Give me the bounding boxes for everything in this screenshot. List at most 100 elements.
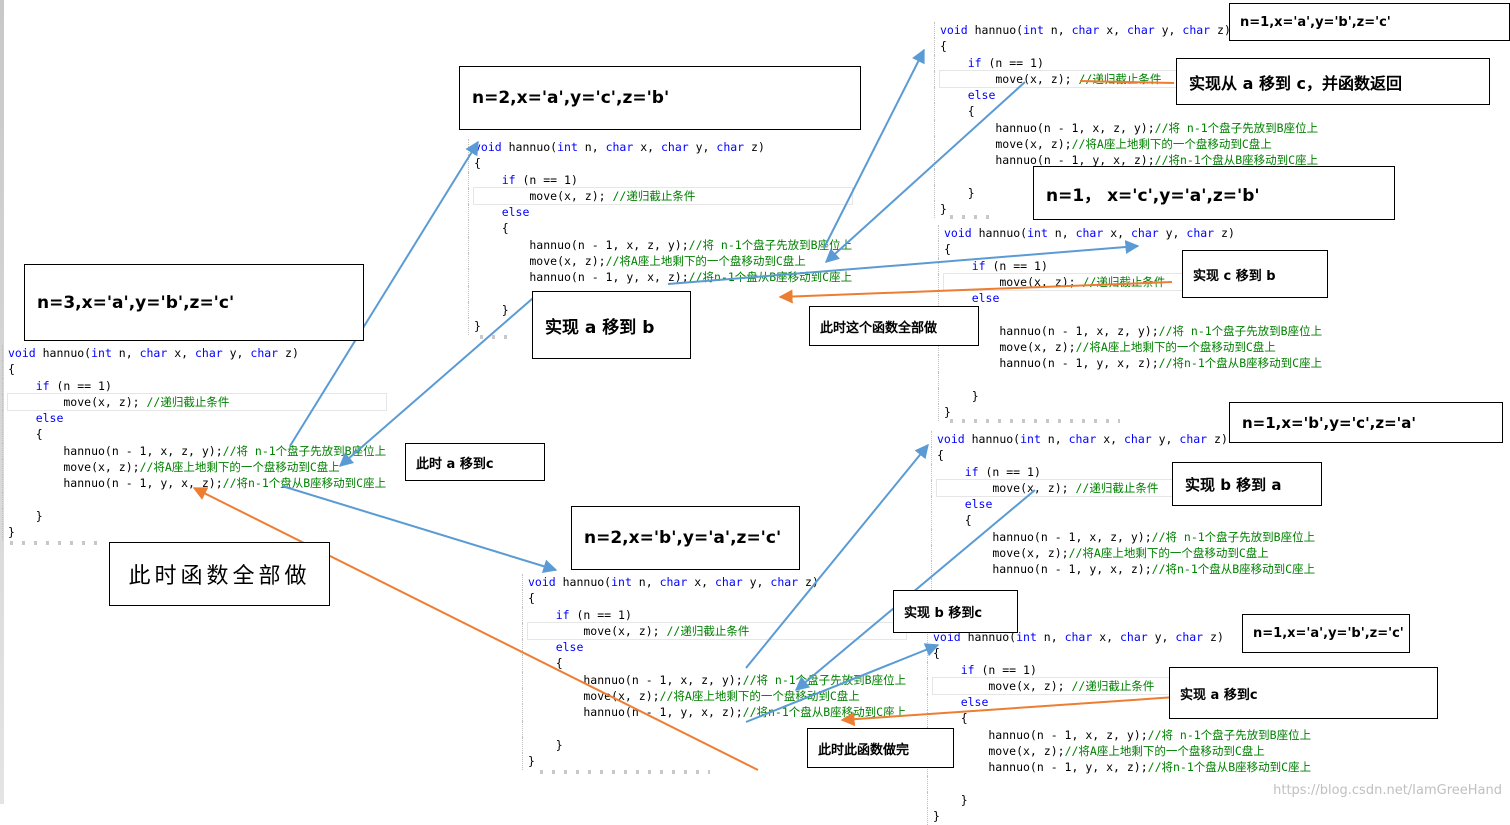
arrow-call-n1-bottom [745,643,940,723]
code-line: { [522,590,906,607]
code-block-n1-bottom: void hannuo(int n, char x, char y, char … [927,629,1313,825]
code-gutter [468,318,470,335]
code-line [927,775,1311,792]
code-gutter [522,688,524,705]
code-line: move(x, z); //递归截止条件 [522,621,908,641]
code-line: { [468,155,852,172]
code-text: hannuo(n - 1, x, z, y); [528,672,743,687]
code-keyword: if [964,464,979,479]
code-line: hannuo(n - 1, y, x, z);//将n-1个盘从B座移动到C座上 [931,561,1316,578]
code-keyword: char [1064,630,1093,644]
code-keyword: if [971,258,986,273]
arrow-orange-n2-bac-return [192,487,759,771]
code-text: z) [1207,432,1228,446]
code-text: { [474,156,481,171]
arrow-call-n1-bca [745,443,929,669]
code-line: else [938,290,1322,307]
code-text: y, [742,575,771,589]
code-gutter [468,204,470,221]
code-text: { [933,711,968,726]
code-gutter [938,290,940,307]
code-gutter [522,671,524,689]
note-a-to-c-return: 实现从 a 移到 c，并函数返回 [1176,58,1490,105]
code-text: hannuo(n - 1, x, z, y); [937,529,1152,544]
code-gutter [938,241,940,258]
code-comment: //将A座上地剩下的一个盘移动到C盘上 [605,254,806,269]
code-gutter [934,38,936,55]
code-gutter [934,70,936,88]
code-line: } [468,318,852,335]
arrow-layer [192,48,1177,771]
code-gutter [2,426,4,443]
code-keyword: char [1179,432,1208,446]
code-text: { [937,448,944,463]
note-func-done: 此时此函数做完 [807,728,954,768]
code-text: (n == 1) [978,464,1041,479]
code-line: } [938,404,1322,421]
code-keyword: else [960,695,989,710]
code-keyword: char [250,346,279,360]
code-gutter [927,808,929,825]
code-text: x, [1096,432,1124,446]
code-gutter [468,155,470,172]
code-comment: //将 n-1个盘子先放到B座位上 [688,237,853,252]
code-keyword: void [474,140,502,154]
arrow-orange-n1-bottom-return [840,696,1177,727]
screenshot-edge [480,335,510,339]
code-comment: //将n-1个盘从B座移动到C座上 [688,270,853,285]
code-gutter [927,629,929,646]
code-text: hannuo(n - 1, y, x, z); [528,705,743,720]
code-line [931,577,1315,594]
code-keyword: char [605,140,634,154]
code-line: } [927,791,1311,809]
code-text: } [944,405,951,420]
code-line: void hannuo(int n, char x, char y, char … [522,574,906,591]
code-text: z) [1203,630,1224,644]
code-text: move(x, z); [933,744,1065,759]
code-gutter [938,387,940,405]
code-keyword: else [964,497,993,512]
code-comment: //将A座上地剩下的一个盘移动到C盘上 [1075,340,1276,355]
code-text: move(x, z); [8,460,140,475]
note-a-to-b: 实现 a 移到 b [532,291,691,359]
code-gutter [938,404,940,421]
code-text: } [940,202,947,217]
code-text: x, [167,346,195,360]
code-line: { [522,655,906,672]
code-line: move(x, z); //递归截止条件 [468,186,854,206]
code-text: hannuo( [35,346,92,360]
code-text: { [937,513,972,528]
code-gutter [2,377,4,394]
code-keyword: int [1027,226,1048,240]
code-comment: //将n-1个盘从B座移动到C座上 [1151,562,1316,577]
code-line: if (n == 1) [2,377,386,394]
code-text: hannuo(n - 1, y, x, z); [937,562,1152,577]
code-line: else [468,204,852,221]
code-line: hannuo(n - 1, y, x, z);//将n-1个盘从B座移动到C座上 [2,475,386,492]
code-gutter [468,301,470,319]
code-keyword: else [35,411,64,426]
code-line: hannuo(n - 1, y, x, z);//将n-1个盘从B座移动到C座上 [927,759,1311,776]
note-n1-bca: n=1,x='b',y='c',z='a' [1229,402,1503,443]
code-text: } [944,388,979,403]
code-comment: //将 n-1个盘子先放到B座位上 [1151,529,1316,544]
code-gutter [934,184,936,202]
code-keyword: char [1075,226,1104,240]
code-line: { [931,512,1315,529]
code-text: z) [278,346,299,360]
code-line: } [2,524,386,541]
code-line: move(x, z);//将A座上地剩下的一个盘移动到C盘上 [927,743,1311,760]
code-text: y, [1151,432,1180,446]
code-comment: //将A座上地剩下的一个盘移动到C盘上 [1064,744,1265,759]
code-gutter [522,736,524,754]
code-gutter [931,561,933,578]
arrow-return-to-n3 [338,291,541,467]
code-text: } [528,737,563,752]
code-text: hannuo(n - 1, x, z, y); [474,237,689,252]
code-text: } [474,319,481,334]
code-line: } [934,184,1318,202]
arrow-orange-n1-cab-return [778,281,1173,304]
code-line: if (n == 1) [468,171,852,188]
code-gutter [934,201,936,218]
code-text: move(x, z); [474,254,606,269]
